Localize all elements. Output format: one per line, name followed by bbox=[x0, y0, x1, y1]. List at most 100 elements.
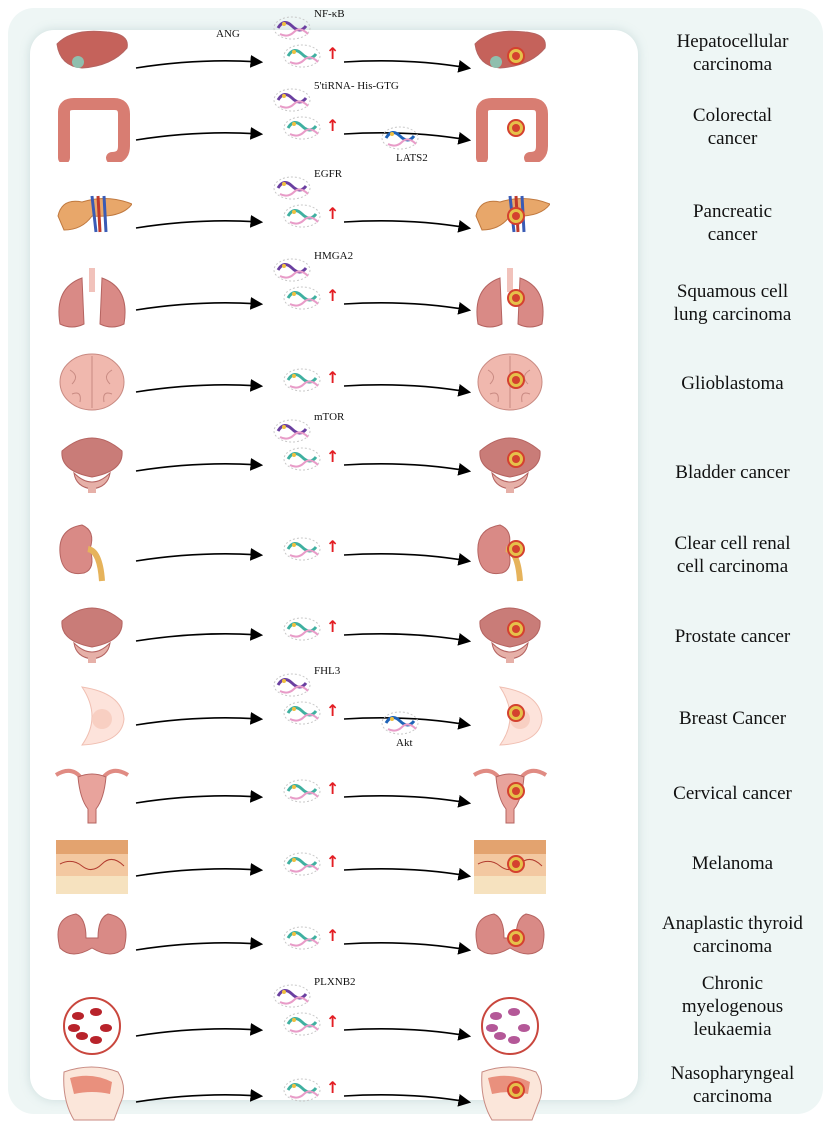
ang-protein-icon bbox=[282, 699, 322, 731]
ang-protein-icon bbox=[282, 114, 322, 146]
cancer-label: Prostate cancer bbox=[634, 625, 831, 648]
ang-protein-icon bbox=[282, 777, 322, 809]
ang-protein-icon bbox=[282, 924, 322, 956]
upregulation-arrow-icon: ↑ bbox=[326, 116, 339, 135]
upregulation-arrow-icon: ↑ bbox=[326, 779, 339, 798]
tumor-bladder-icon bbox=[470, 429, 550, 497]
cancer-label-line: Squamous cell bbox=[634, 280, 831, 303]
partner-label: PLXNB2 bbox=[314, 976, 356, 988]
partner-protein-icon bbox=[272, 982, 312, 1014]
cancer-label-line: Cervical cancer bbox=[634, 782, 831, 805]
partner-protein-icon bbox=[272, 417, 312, 449]
cancer-label-line: carcinoma bbox=[634, 53, 831, 76]
upregulation-arrow-icon: ↑ bbox=[326, 537, 339, 556]
tumor-uterus-icon bbox=[470, 761, 550, 829]
upregulation-arrow-icon: ↑ bbox=[326, 286, 339, 305]
pancreas-icon bbox=[52, 186, 132, 254]
cancer-label-line: Anaplastic thyroid bbox=[634, 912, 831, 935]
partner-label: HMGA2 bbox=[314, 250, 353, 262]
tumor-lung-icon bbox=[470, 268, 550, 336]
partner-label: NF-κB bbox=[314, 8, 345, 20]
tumor-nasopharynx-icon bbox=[470, 1060, 550, 1128]
cancer-label: Breast Cancer bbox=[634, 707, 831, 730]
cancer-label-line: lung carcinoma bbox=[634, 303, 831, 326]
cancer-label-line: Breast Cancer bbox=[634, 707, 831, 730]
ang-protein-icon bbox=[282, 615, 322, 647]
prostate-icon bbox=[52, 599, 132, 667]
tumor-liver-icon bbox=[470, 26, 550, 94]
cancer-label-line: Colorectal bbox=[634, 104, 831, 127]
partner-protein-icon bbox=[272, 174, 312, 206]
cancer-label-line: Pancreatic bbox=[634, 200, 831, 223]
upregulation-arrow-icon: ↑ bbox=[326, 1078, 339, 1097]
cancer-label-line: Chronic bbox=[634, 972, 831, 995]
cancer-label-line: carcinoma bbox=[634, 935, 831, 958]
cancer-label-line: Nasopharyngeal bbox=[634, 1062, 831, 1085]
cancer-label: Cervical cancer bbox=[634, 782, 831, 805]
cancer-label-line: Hepatocellular bbox=[634, 30, 831, 53]
tumor-brain-icon bbox=[470, 350, 550, 418]
upregulation-arrow-icon: ↑ bbox=[326, 617, 339, 636]
tumor-blood-cells-icon bbox=[470, 994, 550, 1062]
partner-label: 5'tiRNA- His-GTG bbox=[314, 80, 399, 92]
tumor-thyroid-icon bbox=[470, 908, 550, 976]
ang-protein-icon bbox=[282, 366, 322, 398]
partner-label: EGFR bbox=[314, 168, 342, 180]
liver-icon bbox=[52, 26, 132, 94]
blood-cells-icon bbox=[52, 994, 132, 1062]
tumor-kidney-icon bbox=[470, 519, 550, 587]
partner-label: FHL3 bbox=[314, 665, 340, 677]
partner-label: mTOR bbox=[314, 411, 344, 423]
thyroid-icon bbox=[52, 908, 132, 976]
cancer-label: Clear cell renalcell carcinoma bbox=[634, 532, 831, 578]
kidney-icon bbox=[52, 519, 132, 587]
ang-protein-icon bbox=[282, 535, 322, 567]
upregulation-arrow-icon: ↑ bbox=[326, 447, 339, 466]
cancer-label-line: carcinoma bbox=[634, 1085, 831, 1108]
nasopharynx-icon bbox=[52, 1060, 132, 1128]
ang-protein-icon bbox=[282, 445, 322, 477]
ang-label: ANG bbox=[216, 28, 240, 40]
cancer-label-line: cell carcinoma bbox=[634, 555, 831, 578]
cancer-label-line: leukaemia bbox=[634, 1018, 831, 1041]
ang-protein-icon bbox=[282, 850, 322, 882]
brain-icon bbox=[52, 350, 132, 418]
downstream-label: Akt bbox=[396, 737, 413, 749]
partner-protein-icon bbox=[272, 14, 312, 46]
ang-protein-icon bbox=[282, 1010, 322, 1042]
cancer-label-line: Bladder cancer bbox=[634, 461, 831, 484]
partner-protein-icon bbox=[272, 671, 312, 703]
breast-icon bbox=[52, 683, 132, 751]
tumor-prostate-icon bbox=[470, 599, 550, 667]
tumor-colon-icon bbox=[470, 98, 550, 166]
upregulation-arrow-icon: ↑ bbox=[326, 926, 339, 945]
ang-protein-icon bbox=[282, 1076, 322, 1108]
cancer-label-line: cancer bbox=[634, 223, 831, 246]
cancer-label: Melanoma bbox=[634, 852, 831, 875]
skin-icon bbox=[52, 834, 132, 902]
cancer-label-line: myelogenous bbox=[634, 995, 831, 1018]
bladder-icon bbox=[52, 429, 132, 497]
partner-protein-icon bbox=[272, 256, 312, 288]
uterus-icon bbox=[52, 761, 132, 829]
upregulation-arrow-icon: ↑ bbox=[326, 44, 339, 63]
upregulation-arrow-icon: ↑ bbox=[326, 204, 339, 223]
tumor-pancreas-icon bbox=[470, 186, 550, 254]
cancer-label-line: cancer bbox=[634, 127, 831, 150]
cancer-label-line: Clear cell renal bbox=[634, 532, 831, 555]
partner-protein-icon bbox=[272, 86, 312, 118]
downstream-label: LATS2 bbox=[396, 152, 428, 164]
upregulation-arrow-icon: ↑ bbox=[326, 852, 339, 871]
cancer-label: Glioblastoma bbox=[634, 372, 831, 395]
cancer-label-line: Melanoma bbox=[634, 852, 831, 875]
colon-icon bbox=[52, 98, 132, 166]
ang-protein-icon bbox=[282, 284, 322, 316]
tumor-skin-icon bbox=[470, 834, 550, 902]
